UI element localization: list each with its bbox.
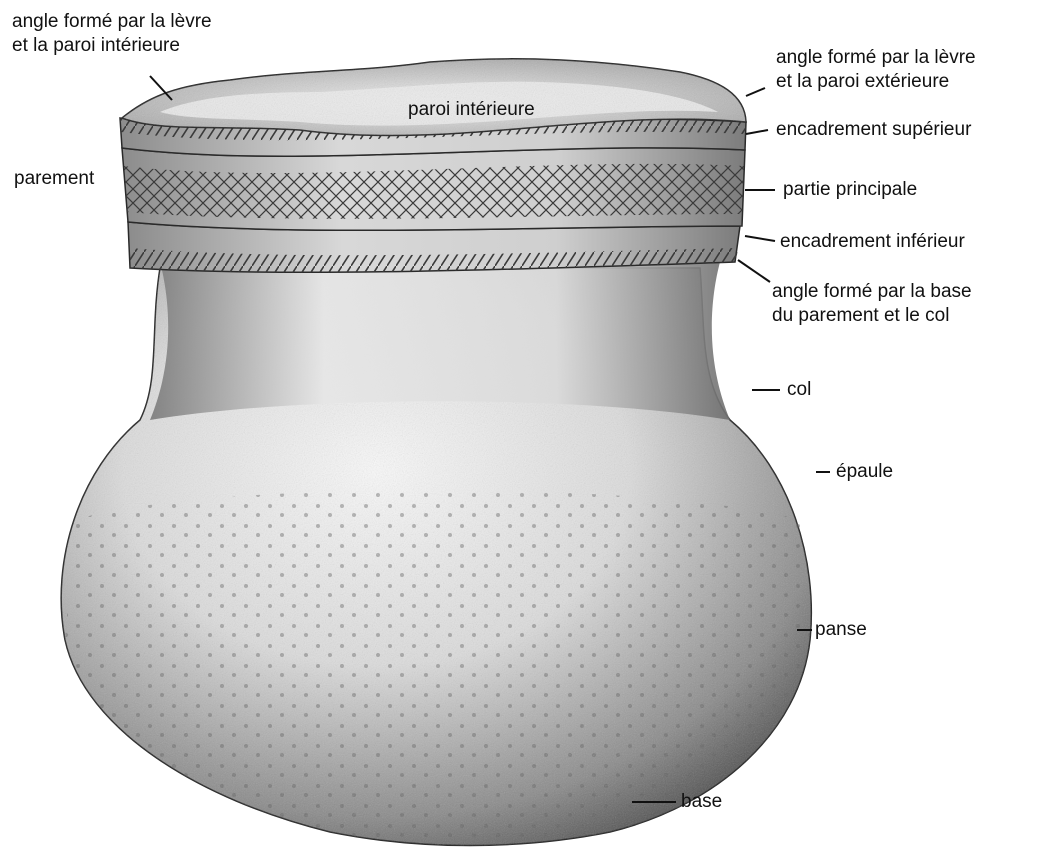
- label-angle-levre-exterieure: angle formé par la lèvre et la paroi ext…: [776, 46, 976, 94]
- label-epaule: épaule: [836, 460, 893, 484]
- leader-angle-base-parement: [738, 260, 770, 282]
- label-encadrement-superieur: encadrement supérieur: [776, 118, 971, 142]
- leader-encadrement-inferieur: [745, 236, 775, 241]
- label-partie-principale: partie principale: [783, 178, 917, 202]
- label-col: col: [787, 378, 811, 402]
- label-panse: panse: [815, 618, 867, 642]
- label-paroi-interieure: paroi intérieure: [408, 98, 535, 122]
- label-parement: parement: [14, 167, 94, 191]
- leader-angle-levre-exterieure: [746, 88, 765, 96]
- label-encadrement-inferieur: encadrement inférieur: [780, 230, 965, 254]
- leader-encadrement-superieur: [746, 130, 768, 134]
- label-angle-base-parement-col: angle formé par la base du parement et l…: [772, 280, 972, 328]
- pot-neck: [150, 262, 730, 420]
- label-angle-levre-interieure: angle formé par la lèvre et la paroi int…: [12, 10, 212, 58]
- label-base: base: [681, 790, 722, 814]
